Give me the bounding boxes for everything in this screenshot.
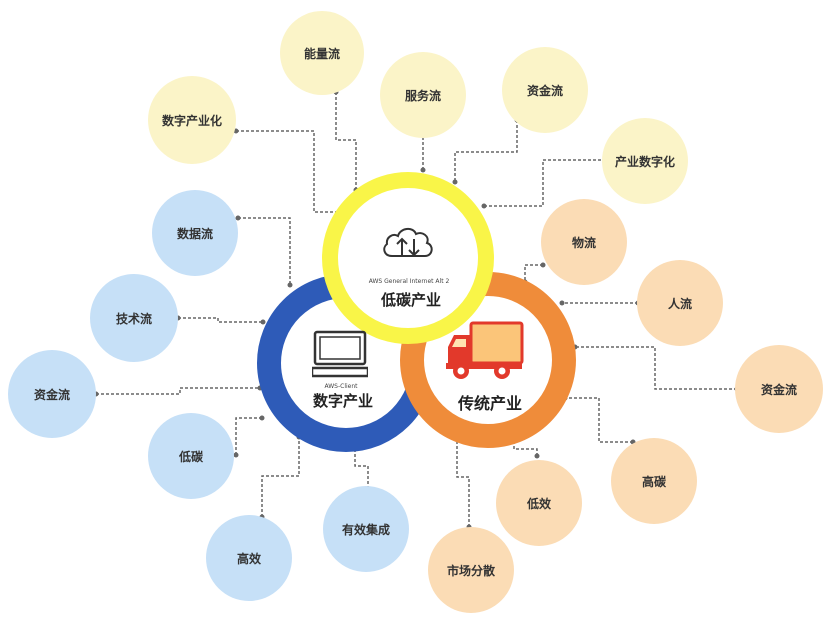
hub-label-traditional: 传统产业: [457, 394, 523, 413]
delivery-truck-icon: [446, 321, 524, 379]
connector-energy-flow: [335, 92, 357, 190]
computer-monitor-icon: [312, 330, 368, 378]
hub-label-lowcarbon: 低碳产业: [380, 291, 442, 309]
bubble-service-flow: 服务流: [380, 52, 466, 138]
hub-caption-digital: AWS-Client: [324, 383, 358, 390]
connector-digital-industrialization: [236, 130, 336, 213]
bubble-energy-flow: 能量流: [280, 11, 364, 95]
connector-logistics: [524, 264, 543, 282]
bubble-industrial-digitalization: 产业数字化: [602, 118, 688, 204]
bubble-market-fragmentation: 市场分散: [428, 527, 514, 613]
bubble-effective-integration: 有效集成: [323, 486, 409, 572]
connector-capital-flow-top: [454, 120, 518, 182]
bubble-data-flow: 数据流: [152, 190, 238, 276]
bubble-capital-flow-left: 资金流: [8, 350, 96, 438]
connector-low-carbon: [235, 417, 262, 455]
connector-capital-flow-left: [96, 387, 260, 395]
connector-effective-integration: [354, 446, 369, 489]
bubble-low-efficiency: 低效: [496, 460, 582, 546]
connector-market-fragmentation: [456, 437, 470, 527]
connector-high-carbon: [565, 397, 633, 443]
bubble-people-flow: 人流: [637, 260, 723, 346]
bubble-low-carbon: 低碳: [148, 413, 234, 499]
hub-label-digital: 数字产业: [312, 392, 374, 410]
bubble-capital-flow-right: 资金流: [735, 345, 823, 433]
hub-caption-lowcarbon: AWS General Internet Alt 2: [368, 278, 450, 285]
connector-industrial-digitalization: [484, 159, 606, 207]
bubble-capital-flow-top: 资金流: [502, 47, 588, 133]
connector-high-efficiency: [261, 437, 300, 517]
connector-tech-flow: [178, 317, 263, 323]
connector-capital-flow-right: [575, 346, 737, 390]
cloud-sync-icon: [383, 228, 433, 257]
bubble-high-efficiency: 高效: [206, 515, 292, 601]
bubble-high-carbon: 高碳: [611, 438, 697, 524]
bubble-logistics: 物流: [541, 199, 627, 285]
bubble-digital-industrialization: 数字产业化: [148, 76, 236, 164]
bubble-tech-flow: 技术流: [90, 274, 178, 362]
connector-data-flow: [238, 217, 291, 285]
